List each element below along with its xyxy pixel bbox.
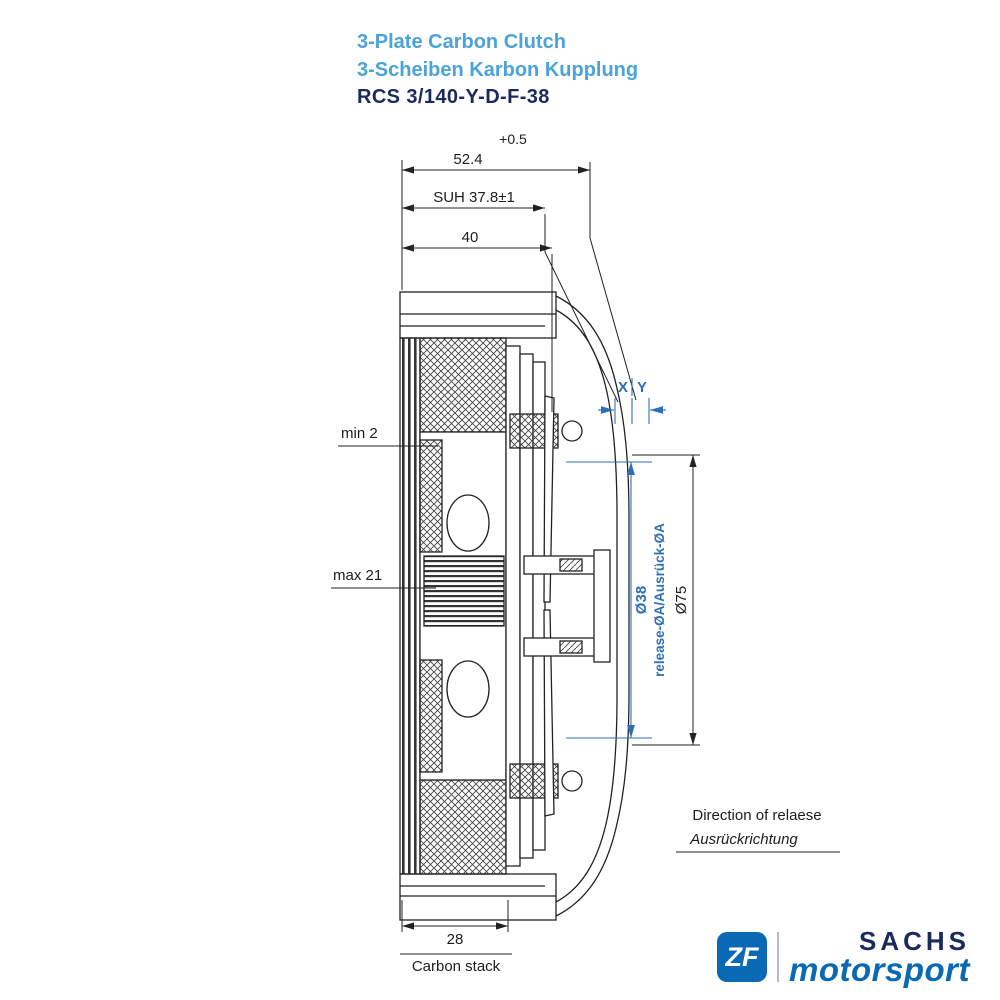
dim-overall-width: 52.4 [453, 151, 482, 168]
dim-max-stack: max 21 [333, 567, 382, 584]
brand-sachs: SACHS [858, 926, 970, 956]
brand-separator [777, 932, 779, 982]
clutch-section [399, 291, 630, 921]
direction-note-en: Direction of relaese [692, 807, 821, 824]
dimensions-blue [566, 378, 666, 739]
brand-text: SACHS motorsport [789, 928, 970, 986]
dim-gap-y: Y [637, 379, 647, 396]
dim-outer-dia: Ø75 [673, 586, 690, 614]
pressure-plates [505, 345, 583, 867]
lightening-hole-top [446, 494, 490, 552]
flywheel-ring [399, 291, 557, 921]
carbon-stack [423, 555, 505, 627]
dim-min-wear: min 2 [341, 425, 378, 442]
dim-stack-width: 28 [447, 931, 464, 948]
carbon-stack-label: Carbon stack [412, 958, 501, 975]
release-hub [523, 549, 611, 663]
part-number: RCS 3/140-Y-D-F-38 [357, 86, 550, 108]
drive-plate [419, 431, 507, 781]
zf-logo-text: ZF [725, 941, 759, 972]
diaphragm-spring [543, 395, 555, 817]
brand-motorsport: motorsport [789, 951, 970, 988]
dim-release-dia: Ø38 [633, 586, 650, 614]
title-german: 3-Scheiben Karbon Kupplung [357, 59, 639, 81]
pivot-rivet-bottom [561, 770, 583, 792]
direction-note-de: Ausrückrichtung [689, 831, 798, 848]
title-english: 3-Plate Carbon Clutch [357, 31, 566, 53]
dimensions-black [331, 160, 840, 955]
dim-tolerance: +0.5 [499, 131, 527, 147]
pivot-rivet-top [561, 420, 583, 442]
dim-suh: SUH 37.8±1 [433, 189, 515, 206]
dim-cover-depth: 40 [462, 229, 479, 246]
dim-gap-x: X [618, 379, 628, 396]
lightening-hole-bottom [446, 660, 490, 718]
friction-zones [419, 337, 507, 875]
zf-logo: ZF [717, 932, 767, 982]
brand-block: ZF SACHS motorsport [717, 928, 970, 986]
ring-gear-teeth [399, 337, 421, 875]
dim-release-note: release-ØA/Ausrück-ØA [652, 523, 667, 677]
title-block: 3-Plate Carbon Clutch 3-Scheiben Karbon … [357, 28, 638, 109]
